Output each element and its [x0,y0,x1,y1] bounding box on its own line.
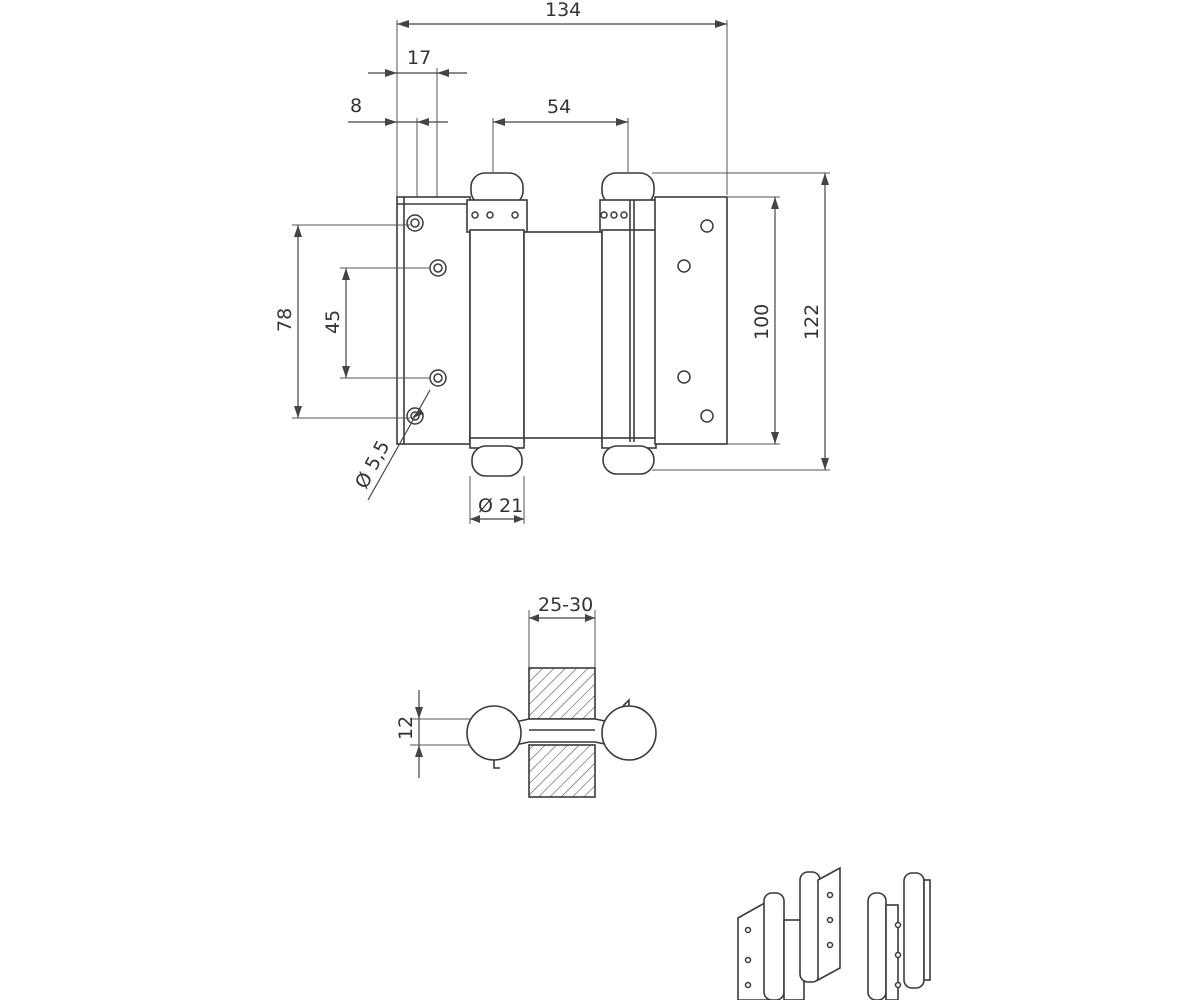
label-leaf-height: 100 [751,304,773,340]
dimension-total-height: 122 [801,173,829,470]
dimension-plate-offset: 17 [368,47,467,77]
label-hole-spacing-outer: 78 [274,308,296,332]
hole-6 [677,259,691,273]
label-plate-offset: 17 [407,47,431,69]
hole-8 [700,409,714,423]
dimension-barrel-diameter: Ø 21 [469,476,525,524]
hole-7 [677,370,691,384]
door-section-bottom [528,744,596,798]
label-barrel-spacing: 54 [547,96,571,118]
dimension-leaf-height: 100 [751,197,779,444]
dimension-door-thickness: 25-30 [528,594,596,668]
product-thumbnail-perspective [737,866,841,1000]
dimension-hole-spacing-inner: 45 [322,267,430,379]
label-hole-offset: 8 [350,95,362,117]
front-view: 134 17 8 54 [274,0,830,524]
top-section-view: 25-30 12 [395,594,657,798]
dimension-overall-width: 134 [397,0,727,28]
left-barrel [466,172,528,477]
hole-5 [700,219,714,233]
label-barrel-diameter: Ø 21 [478,495,523,517]
label-door-thickness: 25-30 [538,594,593,616]
product-thumbnail-side [867,872,931,1000]
label-total-height: 122 [801,304,823,340]
label-hole-spacing-inner: 45 [322,310,344,334]
label-gap: 12 [395,716,417,740]
right-barrel [599,172,659,475]
door-section-top [528,667,596,720]
spring-body [523,231,603,439]
label-overall-width: 134 [545,0,581,21]
dimension-barrel-spacing: 54 [493,96,628,126]
right-leaf-plate [654,196,728,445]
left-leaf-plate [396,196,471,445]
left-barrel-section [466,705,522,761]
dimension-hole-offset: 8 [348,95,448,126]
dimension-gap: 12 [395,690,470,778]
right-barrel-section [601,705,657,761]
dimension-hole-spacing-outer: 78 [274,224,410,419]
